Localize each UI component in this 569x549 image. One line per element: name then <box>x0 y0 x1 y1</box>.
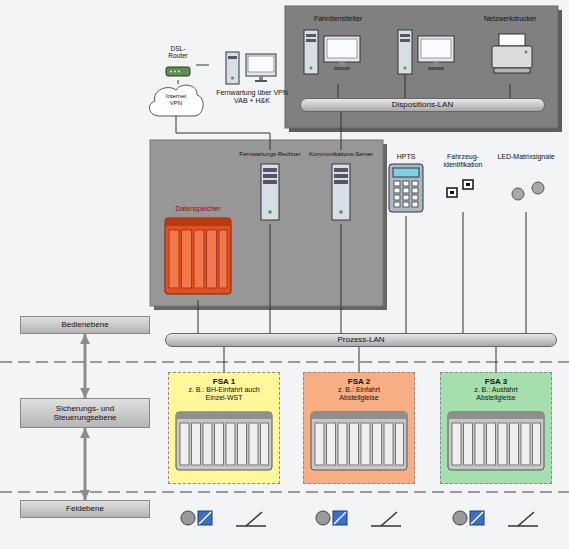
node-label: Bedienebene <box>61 320 108 329</box>
fsa-box: FSA 3z. B.: Ausfahrt Abstellgleise <box>440 372 552 484</box>
connector-line <box>496 347 497 372</box>
level-box: Bedienebene <box>20 316 150 334</box>
connector-line <box>224 347 225 372</box>
node-label: LED-Matrixsignale <box>497 153 554 161</box>
node-label: Prozess-LAN <box>337 335 384 344</box>
connector-line <box>406 216 407 333</box>
fsa-fill <box>303 372 415 484</box>
level-box: Sicherungs- und Steuerungsebene <box>20 398 150 428</box>
remote-workstation: Fernwartung über VPN VAB + H&K <box>209 50 295 106</box>
node-label: z. B.: Einfahrt Abstellgleise <box>321 386 397 402</box>
workstation-icon <box>304 30 360 74</box>
node-label: Kommunikations-Server <box>309 151 373 158</box>
server: Kommunikations-Server <box>306 150 377 224</box>
node-label: Internet VPN <box>161 93 191 107</box>
connector-line <box>196 65 209 66</box>
workstation: Fahrdienstleiter <box>300 14 376 84</box>
node-label: HPTS <box>397 153 416 161</box>
rack-icon <box>311 412 407 470</box>
connector-line <box>84 334 87 398</box>
node-label: Datenspeicher <box>175 205 220 213</box>
keypad-icon <box>389 164 423 212</box>
dispo-panel <box>285 6 558 128</box>
node-label: Sicherungs- und Steuerungsebene <box>35 404 135 422</box>
printer-icon <box>492 34 532 73</box>
node-label: FSA 1 <box>213 377 235 386</box>
tag-icon <box>447 180 473 197</box>
storage-icon <box>165 218 231 294</box>
cloud: Internet VPN <box>148 84 204 116</box>
server: Fernwartungs-Rechner <box>236 150 304 224</box>
connector-line <box>510 84 511 98</box>
cloud-shape <box>149 85 203 116</box>
connector-line <box>84 428 87 500</box>
field-symbols <box>316 511 401 526</box>
connector-line <box>198 300 199 333</box>
connector-line <box>341 224 342 333</box>
level-box: Feldebene <box>20 500 150 518</box>
node-label: Fernwartungs-Rechner <box>239 151 300 158</box>
server-panel <box>150 140 383 306</box>
node-label: Netzwerkdrucker <box>484 15 537 23</box>
fsa-fill <box>440 372 552 484</box>
rack-icon <box>448 412 544 470</box>
connector-line <box>526 212 527 333</box>
fsa-box: FSA 1z. B.: BH-Einfahrt auch Einzel-WST <box>168 372 280 484</box>
storage: Datenspeicher <box>158 204 238 300</box>
fsa-fill <box>168 372 280 484</box>
printer: Netzwerkdrucker <box>468 14 552 84</box>
workstation-icon <box>398 30 454 98</box>
rack-icon <box>176 412 272 470</box>
connector-line <box>176 116 270 150</box>
signal-icon <box>512 182 544 200</box>
lan-bus: Prozess-LAN <box>165 333 557 347</box>
router-icon <box>166 67 190 76</box>
connector-line <box>178 80 179 84</box>
node-label: Fahrzeug- identifikation <box>437 153 489 169</box>
server-icon <box>261 164 279 220</box>
workstation-icon <box>226 52 276 84</box>
connector-line <box>463 212 464 333</box>
node-label: z. B.: BH-Einfahrt auch Einzel-WST <box>186 386 262 402</box>
node-label: DSL- Router <box>164 45 192 60</box>
node-label: Dispositions-LAN <box>392 100 453 109</box>
field-symbols <box>181 511 266 526</box>
connector-line <box>270 224 271 333</box>
field-symbols <box>453 511 538 526</box>
lan-bus: Dispositions-LAN <box>300 98 545 112</box>
server-icon <box>332 164 350 220</box>
node-label: FSA 2 <box>348 377 370 386</box>
node-label: Fernwartung über VPN VAB + H&K <box>212 89 292 105</box>
node-label: FSA 3 <box>485 377 507 386</box>
connector-line <box>341 112 342 150</box>
node-label: Feldebene <box>66 504 104 513</box>
router: DSL- Router <box>160 44 196 80</box>
vehicle-id: Fahrzeug- identifikation <box>434 152 492 212</box>
led-signal: LED-Matrixsignale <box>494 152 558 212</box>
node-label: z. B.: Ausfahrt Abstellgleise <box>458 386 534 402</box>
connector-line <box>359 347 360 372</box>
connector-line <box>338 84 339 98</box>
node-label: Fahrdienstleiter <box>314 15 362 23</box>
fsa-box: FSA 2z. B.: Einfahrt Abstellgleise <box>303 372 415 484</box>
terminal: HPTS <box>386 152 426 216</box>
